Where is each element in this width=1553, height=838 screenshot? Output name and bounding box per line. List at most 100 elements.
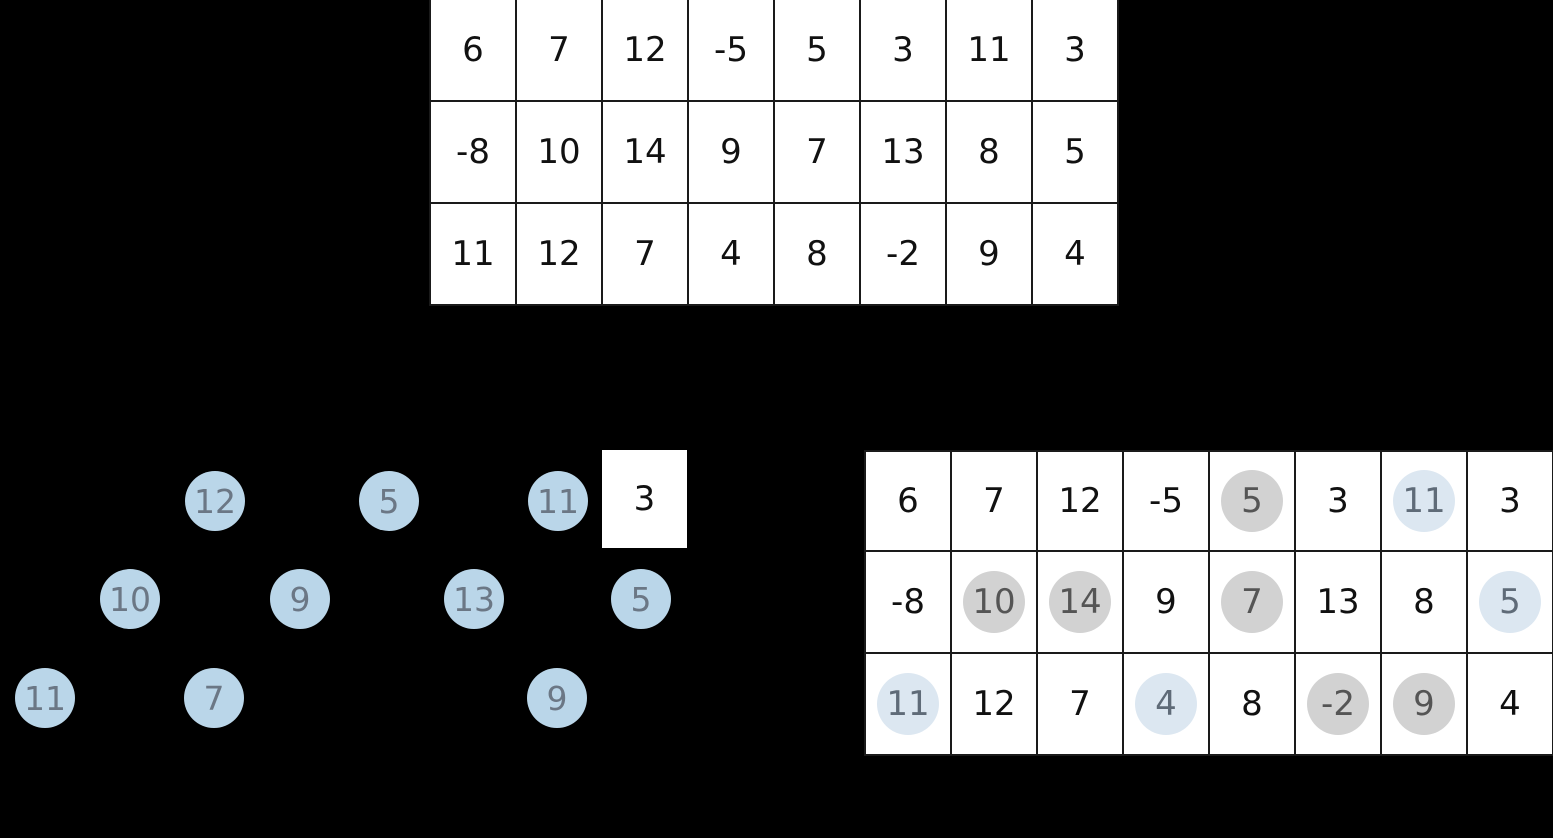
cell-value: 6 xyxy=(462,30,484,70)
cell-value: 10 xyxy=(972,582,1016,622)
cell-value: 9 xyxy=(720,132,742,172)
cell-value: 11 xyxy=(1402,481,1446,521)
table-cell: 10 xyxy=(517,102,601,202)
table-cell: 12 xyxy=(1038,452,1122,550)
table-cell: 8 xyxy=(947,102,1031,202)
cell-value: 8 xyxy=(806,234,828,274)
cell-value: 4 xyxy=(1064,234,1086,274)
cell-value: 7 xyxy=(806,132,828,172)
cell-value: 5 xyxy=(1064,132,1086,172)
cell-value: 4 xyxy=(1499,684,1521,724)
cell-value: 10 xyxy=(537,132,581,172)
table-cell-highlighted: 11 xyxy=(1382,452,1466,550)
table-cell: 5 xyxy=(1033,102,1117,202)
table-cell-highlighted: 10 xyxy=(952,552,1036,652)
table-cell-highlighted: 11 xyxy=(866,654,950,754)
cell-value: -5 xyxy=(1149,481,1183,521)
table-cell-highlighted: 4 xyxy=(1124,654,1208,754)
cell-value: 11 xyxy=(451,234,495,274)
table-cell: 7 xyxy=(1038,654,1122,754)
highlight-gray-circle xyxy=(1221,571,1283,633)
table-cell: -8 xyxy=(866,552,950,652)
table-cell: 13 xyxy=(1296,552,1380,652)
table-cell: 6 xyxy=(866,452,950,550)
cell-value: 5 xyxy=(1241,481,1263,521)
cell-value: 9 xyxy=(1155,582,1177,622)
cell-value: -8 xyxy=(891,582,925,622)
table-cell-highlighted: 14 xyxy=(1038,552,1122,652)
table-cell: -8 xyxy=(431,102,515,202)
table-cell-highlighted: -2 xyxy=(1296,654,1380,754)
scatter-value-box: 3 xyxy=(602,450,687,548)
cell-value: 5 xyxy=(806,30,828,70)
scatter-circle: 11 xyxy=(15,668,75,728)
table-cell: 6 xyxy=(431,0,515,100)
table-cell: 7 xyxy=(603,204,687,304)
table-cell: 5 xyxy=(775,0,859,100)
cell-value: 4 xyxy=(720,234,742,274)
table-cell: 12 xyxy=(517,204,601,304)
table-cell: 4 xyxy=(689,204,773,304)
cell-value: 12 xyxy=(623,30,667,70)
scatter-circle: 5 xyxy=(611,569,671,629)
highlight-blue-circle xyxy=(1135,673,1197,735)
cell-value: 12 xyxy=(1058,481,1102,521)
highlight-gray-circle xyxy=(1393,673,1455,735)
scatter-circle: 5 xyxy=(359,471,419,531)
cell-value: -2 xyxy=(1321,684,1355,724)
table-cell: 7 xyxy=(775,102,859,202)
cell-value: 9 xyxy=(1413,684,1435,724)
highlight-blue-circle xyxy=(1393,470,1455,532)
cell-value: 3 xyxy=(1499,481,1521,521)
table-cell: 13 xyxy=(861,102,945,202)
cell-value: 7 xyxy=(548,30,570,70)
table-cell: 8 xyxy=(775,204,859,304)
table-cell: 3 xyxy=(861,0,945,100)
cell-value: 8 xyxy=(978,132,1000,172)
cell-value: 9 xyxy=(978,234,1000,274)
cell-value: 12 xyxy=(972,684,1016,724)
table-cell: 11 xyxy=(431,204,515,304)
scatter-circle: 7 xyxy=(184,668,244,728)
table-cell: 7 xyxy=(952,452,1036,550)
table-cell: 4 xyxy=(1468,654,1552,754)
scatter-circle: 9 xyxy=(527,668,587,728)
cell-value: 13 xyxy=(881,132,925,172)
cell-value: 4 xyxy=(1155,684,1177,724)
highlight-blue-circle xyxy=(877,673,939,735)
cell-value: 7 xyxy=(1069,684,1091,724)
cell-value: 14 xyxy=(1058,582,1102,622)
cell-value: 13 xyxy=(1316,582,1360,622)
cell-value: 6 xyxy=(897,481,919,521)
table-cell: 8 xyxy=(1382,552,1466,652)
cell-value: 11 xyxy=(886,684,930,724)
cell-value: 3 xyxy=(1327,481,1349,521)
cell-value: 7 xyxy=(1241,582,1263,622)
scatter-circle: 9 xyxy=(270,569,330,629)
table-cell: 11 xyxy=(947,0,1031,100)
cell-value: 8 xyxy=(1413,582,1435,622)
scatter-circle: 11 xyxy=(528,471,588,531)
table-cell: 3 xyxy=(1033,0,1117,100)
scatter-circle: 13 xyxy=(444,569,504,629)
table-cell: 8 xyxy=(1210,654,1294,754)
table-cell-highlighted: 9 xyxy=(1382,654,1466,754)
table-cell-highlighted: 7 xyxy=(1210,552,1294,652)
cell-value: 3 xyxy=(892,30,914,70)
highlight-gray-circle xyxy=(1221,470,1283,532)
table-cell: 9 xyxy=(689,102,773,202)
scatter-circle: 12 xyxy=(185,471,245,531)
table-cell: 12 xyxy=(603,0,687,100)
table-cell: 9 xyxy=(1124,552,1208,652)
table-cell: 3 xyxy=(1468,452,1552,550)
cell-value: 8 xyxy=(1241,684,1263,724)
cell-value: 7 xyxy=(634,234,656,274)
table-cell: -5 xyxy=(689,0,773,100)
highlight-gray-circle xyxy=(1307,673,1369,735)
highlight-blue-circle xyxy=(1479,571,1541,633)
cell-value: 3 xyxy=(1064,30,1086,70)
table-cell: 14 xyxy=(603,102,687,202)
